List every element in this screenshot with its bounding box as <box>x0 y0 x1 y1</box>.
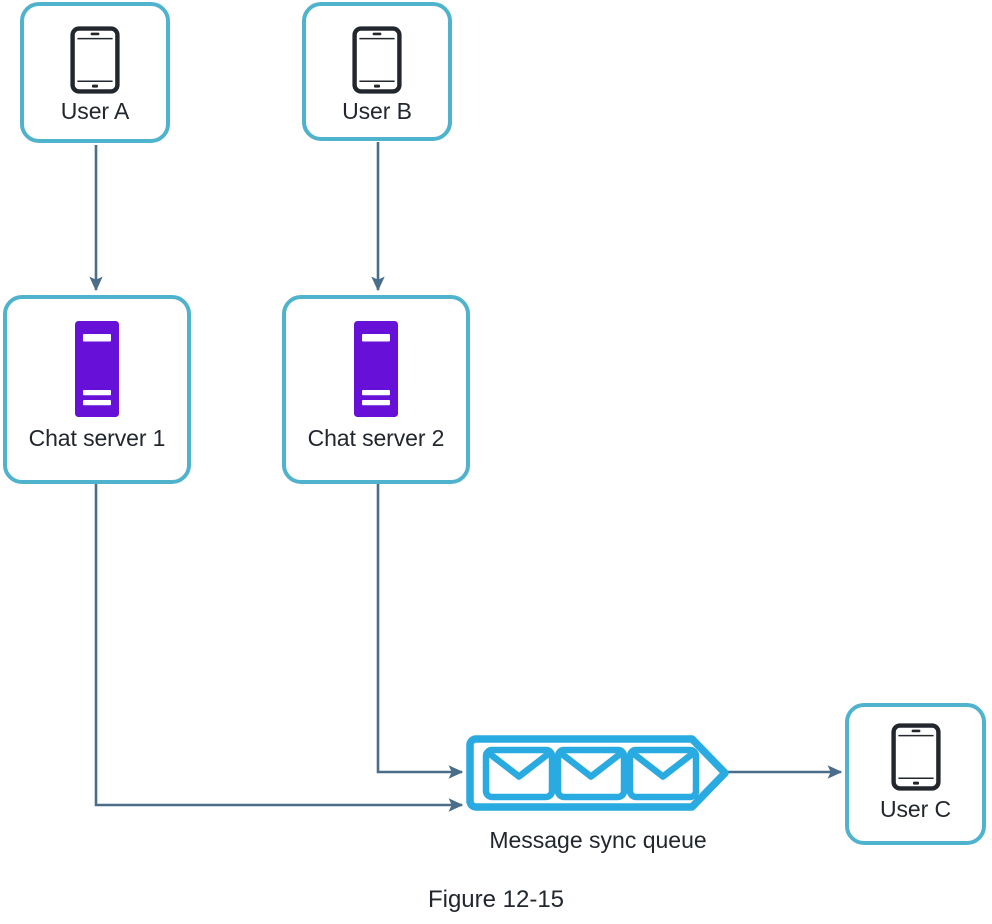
node-chat-server-1[interactable]: Chat server 1 <box>3 295 191 484</box>
connector-server-1-to-queue <box>94 484 464 812</box>
node-label-user-c: User C <box>880 796 951 822</box>
node-label-chat-server-2: Chat server 2 <box>307 425 445 451</box>
envelope-icon <box>626 746 700 801</box>
node-user-c[interactable]: User C <box>845 703 986 845</box>
node-user-a[interactable]: User A <box>20 2 170 143</box>
queue-container-outline <box>466 735 729 811</box>
node-label-user-a: User A <box>60 98 130 124</box>
envelope-icon <box>554 746 628 801</box>
server-icon <box>354 321 398 417</box>
mobile-phone-icon <box>352 26 402 94</box>
node-label-chat-server-1: Chat server 1 <box>28 425 166 451</box>
message-sync-queue-label: Message sync queue <box>489 827 707 853</box>
mobile-phone-icon <box>890 723 941 791</box>
node-chat-server-2[interactable]: Chat server 2 <box>282 295 470 484</box>
connector-server-2-to-queue <box>376 484 464 779</box>
server-icon <box>75 321 119 417</box>
figure-caption: Figure 12-15 <box>427 886 565 913</box>
message-sync-queue[interactable] <box>466 735 730 811</box>
envelope-icon <box>482 746 556 801</box>
node-user-b[interactable]: User B <box>302 2 452 141</box>
node-label-user-b: User B <box>342 98 412 124</box>
mobile-phone-icon <box>70 26 120 94</box>
